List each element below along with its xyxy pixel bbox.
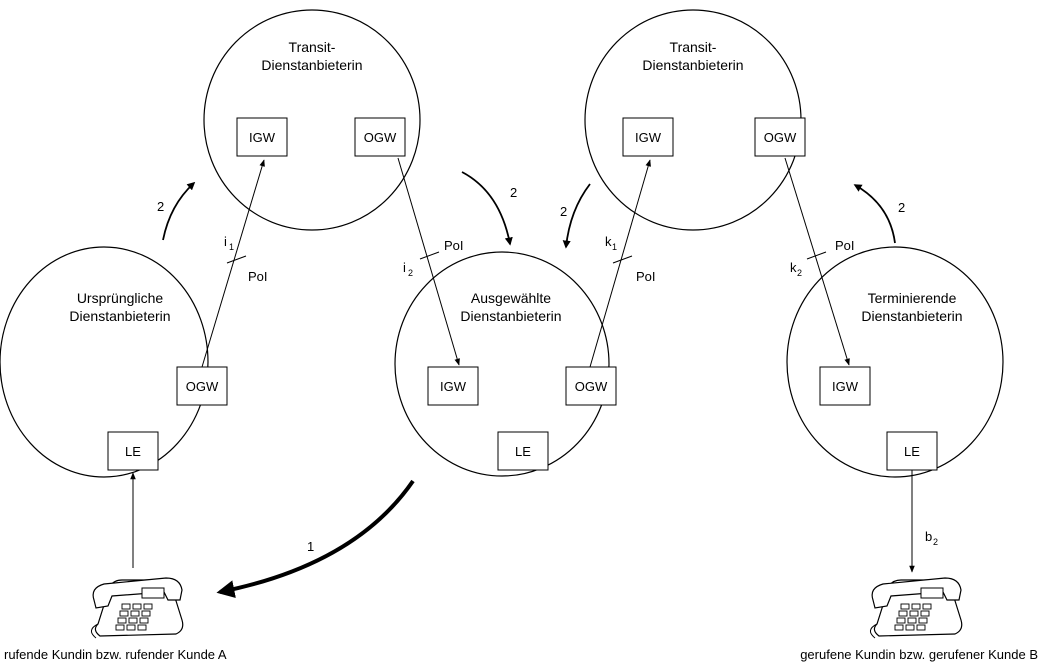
ogw-label-selected: OGW xyxy=(575,379,608,394)
poi-tick-k2 xyxy=(806,251,827,260)
le-box-originating xyxy=(107,431,159,471)
transit-provider-left-ellipse xyxy=(203,9,421,231)
terminating-label-line1: Terminierende xyxy=(868,290,957,306)
ogw-label-transit-right: OGW xyxy=(764,130,797,145)
ogw-box-transit-right xyxy=(754,117,806,157)
step2-label-c: 2 xyxy=(560,204,567,219)
transit-left-label-line2: Dienstanbieterin xyxy=(261,57,362,73)
le-label-selected: LE xyxy=(515,444,531,459)
ogw-label-originating: OGW xyxy=(186,379,219,394)
selected-label-line2: Dienstanbieterin xyxy=(460,308,561,324)
svg-text:k: k xyxy=(605,234,612,249)
le-label-terminating: LE xyxy=(904,444,920,459)
poi-tick-i1 xyxy=(226,255,247,264)
svg-text:i: i xyxy=(224,234,227,249)
originating-label-line1: Ursprüngliche xyxy=(77,290,164,306)
label-i1: i 1 xyxy=(224,234,234,252)
poi-tick-i2 xyxy=(419,251,440,260)
label-k1: k 1 xyxy=(605,234,617,252)
igw-label-transit-left: IGW xyxy=(249,130,276,145)
label-b2: b 2 xyxy=(925,529,938,547)
svg-text:i: i xyxy=(403,260,406,275)
igw-label-transit-right: IGW xyxy=(635,130,662,145)
selected-label-line1: Ausgewählte xyxy=(471,290,551,306)
selected-provider-ellipse xyxy=(394,251,610,477)
svg-text:2: 2 xyxy=(408,268,413,278)
svg-text:1: 1 xyxy=(229,242,234,252)
ogw-box-transit-left xyxy=(354,117,406,157)
poi-tick-k1 xyxy=(612,255,633,264)
svg-text:k: k xyxy=(790,260,797,275)
step2-arrow-terminating-to-transit xyxy=(853,184,896,244)
igw-box-transit-left xyxy=(236,117,288,157)
step2-label-d: 2 xyxy=(898,200,905,215)
label-k2: k 2 xyxy=(790,260,802,278)
igw-box-selected xyxy=(427,366,479,406)
svg-text:2: 2 xyxy=(797,268,802,278)
svg-text:1: 1 xyxy=(612,242,617,252)
link-k1 xyxy=(589,159,651,368)
igw-label-selected: IGW xyxy=(440,379,467,394)
ogw-label-transit-left: OGW xyxy=(364,130,397,145)
step2-label-a: 2 xyxy=(157,199,164,214)
svg-text:b: b xyxy=(925,529,932,544)
step2-label-b: 2 xyxy=(510,185,517,200)
transit-right-label-line2: Dienstanbieterin xyxy=(642,57,743,73)
transit-right-label-line1: Transit- xyxy=(670,39,717,55)
originating-provider-ellipse xyxy=(0,246,209,478)
step2-arrow-transit-to-selected xyxy=(461,171,513,246)
svg-text:2: 2 xyxy=(933,537,938,547)
link-i1 xyxy=(201,159,265,368)
terminating-provider-ellipse xyxy=(786,246,1004,478)
caption-callee: gerufene Kundin bzw. gerufener Kunde B xyxy=(800,647,1038,662)
originating-label-line2: Dienstanbieterin xyxy=(69,308,170,324)
step2-arrow-originating-to-transit xyxy=(162,181,196,241)
terminating-label-line2: Dienstanbieterin xyxy=(861,308,962,324)
step1-label: 1 xyxy=(307,539,314,554)
igw-label-terminating: IGW xyxy=(832,379,859,394)
poi-label-k1: PoI xyxy=(636,269,656,284)
ogw-box-originating xyxy=(176,366,228,406)
le-box-selected xyxy=(497,431,549,471)
transit-left-label-line1: Transit- xyxy=(289,39,336,55)
le-box-terminating xyxy=(886,431,938,471)
ogw-box-selected xyxy=(565,366,617,406)
link-k2 xyxy=(784,157,850,366)
igw-box-transit-right xyxy=(622,117,674,157)
label-i2: i 2 xyxy=(403,260,413,278)
telephone-icon-caller xyxy=(91,577,184,639)
caption-caller: rufende Kundin bzw. rufender Kunde A xyxy=(4,647,227,662)
igw-box-terminating xyxy=(819,366,871,406)
telephone-icon-callee xyxy=(870,577,963,639)
step1-arrow-selected-to-caller xyxy=(216,479,415,598)
link-i2 xyxy=(397,157,460,366)
step2-arrow-selected-to-transit xyxy=(562,183,591,249)
le-label-originating: LE xyxy=(125,444,141,459)
poi-label-i1: PoI xyxy=(248,269,268,284)
poi-label-k2: PoI xyxy=(835,238,855,253)
poi-label-i2: PoI xyxy=(444,238,464,253)
